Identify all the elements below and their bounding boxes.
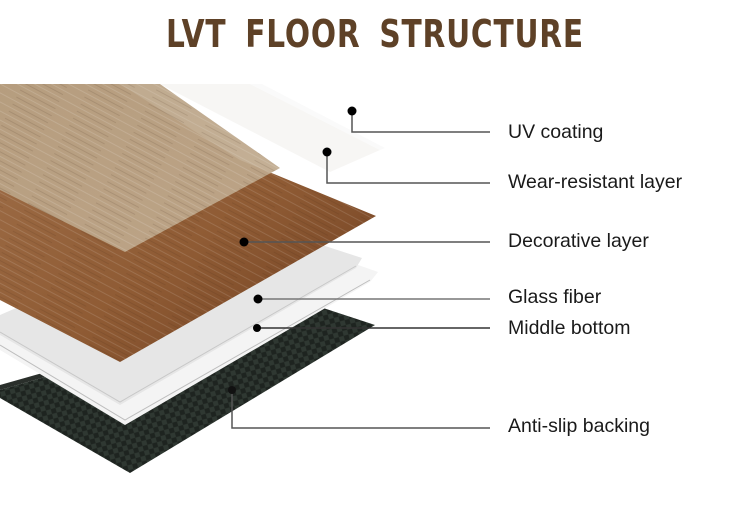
- diagram-title: LVT FLOOR STRUCTURE: [166, 12, 584, 56]
- label-glass-fiber: Glass fiber: [508, 286, 602, 308]
- label-wear-resistant-layer: Wear-resistant layer: [508, 171, 683, 193]
- callout-dot-glass: [253, 294, 263, 304]
- callout-dot-wear: [322, 147, 332, 157]
- callout-dot-middle: [253, 324, 261, 332]
- callout-dot-decorative: [239, 237, 249, 247]
- label-middle-bottom: Middle bottom: [508, 317, 631, 339]
- label-uv-coating: UV coating: [508, 121, 604, 143]
- wear-resistant-layer: [0, 84, 280, 252]
- callout-wear: [326, 152, 490, 184]
- callout-backing: [231, 390, 490, 429]
- callout-uv: [351, 111, 490, 133]
- label-decorative-layer: Decorative layer: [508, 230, 649, 252]
- label-anti-slip-backing: Anti-slip backing: [508, 415, 650, 437]
- callout-dot-uv: [347, 106, 357, 116]
- callout-dot-backing: [228, 386, 236, 394]
